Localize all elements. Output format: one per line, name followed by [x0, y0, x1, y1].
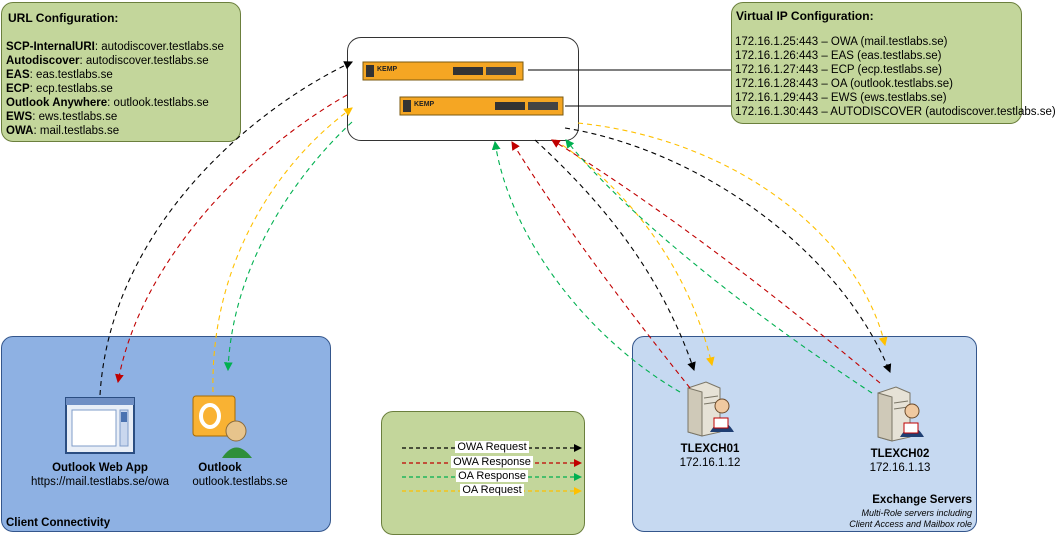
url-value: : autodiscover.testlabs.se	[94, 41, 224, 53]
server1-name: TLEXCH01	[680, 443, 740, 455]
legend-label: OWA Request	[455, 441, 529, 453]
url-config-row: EAS: eas.testlabs.se	[6, 68, 224, 82]
url-config-row: EWS: ews.testlabs.se	[6, 110, 224, 124]
oa-request-client-link	[212, 107, 353, 393]
outlook-title: Outlook	[198, 462, 242, 474]
url-key: EAS	[6, 69, 30, 81]
oa-response-client-link	[223, 121, 353, 372]
vip-config-list: 172.16.1.25:443 – OWA (mail.testlabs.se)…	[735, 35, 1056, 119]
url-key: Outlook Anywhere	[6, 97, 108, 109]
owa-response-client-link	[115, 94, 348, 384]
vip-row: 172.16.1.29:443 – EWS (ews.testlabs.se)	[735, 92, 947, 104]
url-key: Autodiscover	[6, 55, 80, 67]
client-connectivity-box: Client Connectivity	[1, 336, 331, 532]
owa-request-server1-link	[534, 139, 696, 372]
load-balancer-box: KEMP KEMP	[347, 37, 579, 141]
url-value: : ews.testlabs.se	[32, 111, 118, 123]
url-config-row: SCP-InternalURI: autodiscover.testlabs.s…	[6, 40, 224, 54]
client-connectivity-label: Client Connectivity	[6, 517, 111, 529]
url-config-row: ECP: ecp.testlabs.se	[6, 82, 224, 96]
url-value: : mail.testlabs.se	[33, 125, 120, 137]
url-value: : eas.testlabs.se	[29, 69, 113, 81]
legend-row-owa-request: OWA Request	[402, 441, 582, 455]
vip-row: 172.16.1.26:443 – EAS (eas.testlabs.se)	[735, 50, 942, 62]
url-config-box: URL Configuration: SCP-InternalURI: auto…	[1, 2, 241, 142]
traffic-links	[99, 61, 892, 396]
url-value: : autodiscover.testlabs.se	[79, 55, 209, 67]
legend-row-oa-response: OA Response	[402, 470, 582, 484]
url-value: : outlook.testlabs.se	[107, 97, 209, 109]
kemp-logo-1: KEMP	[377, 66, 398, 73]
url-value: : ecp.testlabs.se	[29, 83, 113, 95]
owa-url: https://mail.testlabs.se/owa	[30, 476, 170, 488]
owa-request-client-link	[99, 61, 353, 396]
server-icon-1	[687, 381, 734, 437]
legend-row-oa-request: OA Request	[402, 484, 582, 498]
browser-window-icon	[65, 397, 135, 454]
server2-ip: 172.16.1.13	[869, 462, 931, 474]
vip-row: 172.16.1.30:443 – AUTODISCOVER (autodisc…	[735, 106, 1056, 118]
owa-title: Outlook Web App	[52, 462, 148, 474]
exchange-label: Exchange Servers	[872, 494, 972, 506]
vip-row: 172.16.1.25:443 – OWA (mail.testlabs.se)	[735, 36, 948, 48]
vip-row: 172.16.1.28:443 – OA (outlook.testlabs.s…	[735, 78, 954, 90]
server2-name: TLEXCH02	[870, 448, 930, 460]
server1-ip: 172.16.1.12	[679, 457, 741, 469]
legend-label: OA Response	[456, 470, 528, 482]
legend-row-owa-response: OWA Response	[402, 456, 582, 470]
oa-request-server2-link	[577, 122, 888, 347]
url-config-list: SCP-InternalURI: autodiscover.testlabs.s…	[6, 40, 224, 138]
vip-config-box: Virtual IP Configuration: 172.16.1.25:44…	[731, 2, 1056, 124]
owa-response-server2-link	[551, 139, 881, 384]
url-config-row: Outlook Anywhere: outlook.testlabs.se	[6, 96, 224, 110]
vip-row: 172.16.1.27:443 – ECP (ecp.testlabs.se)	[735, 64, 942, 76]
legend-box: OWA Request OWA Response OA Response OA …	[381, 411, 585, 535]
url-config-row: Autodiscover: autodiscover.testlabs.se	[6, 54, 224, 68]
kemp-logo-2: KEMP	[414, 101, 435, 108]
vip-config-title: Virtual IP Configuration:	[736, 9, 874, 23]
url-key: EWS	[6, 111, 33, 123]
exchange-subtitle-2: Client Access and Mailbox role	[849, 519, 972, 529]
oa-response-server2-link	[565, 139, 873, 394]
outlook-icon	[192, 395, 252, 458]
url-key: OWA	[6, 125, 34, 137]
oa-request-server1-link	[554, 139, 715, 367]
url-config-title: URL Configuration:	[8, 11, 119, 25]
legend-label: OA Request	[460, 484, 524, 496]
load-balancer-appliance-2	[399, 96, 564, 116]
legend-label: OWA Response	[451, 456, 533, 468]
oa-response-server1-link	[491, 140, 681, 393]
owa-request-server2-link	[564, 127, 892, 374]
url-key: ECP	[6, 83, 30, 95]
url-config-row: OWA: mail.testlabs.se	[6, 124, 224, 138]
exchange-subtitle-1: Multi-Role servers including	[861, 508, 972, 518]
url-key: SCP-InternalURI	[6, 41, 95, 53]
server-icon-2	[877, 386, 924, 442]
load-balancer-appliance-1	[362, 61, 524, 81]
outlook-host: outlook.testlabs.se	[192, 476, 288, 488]
